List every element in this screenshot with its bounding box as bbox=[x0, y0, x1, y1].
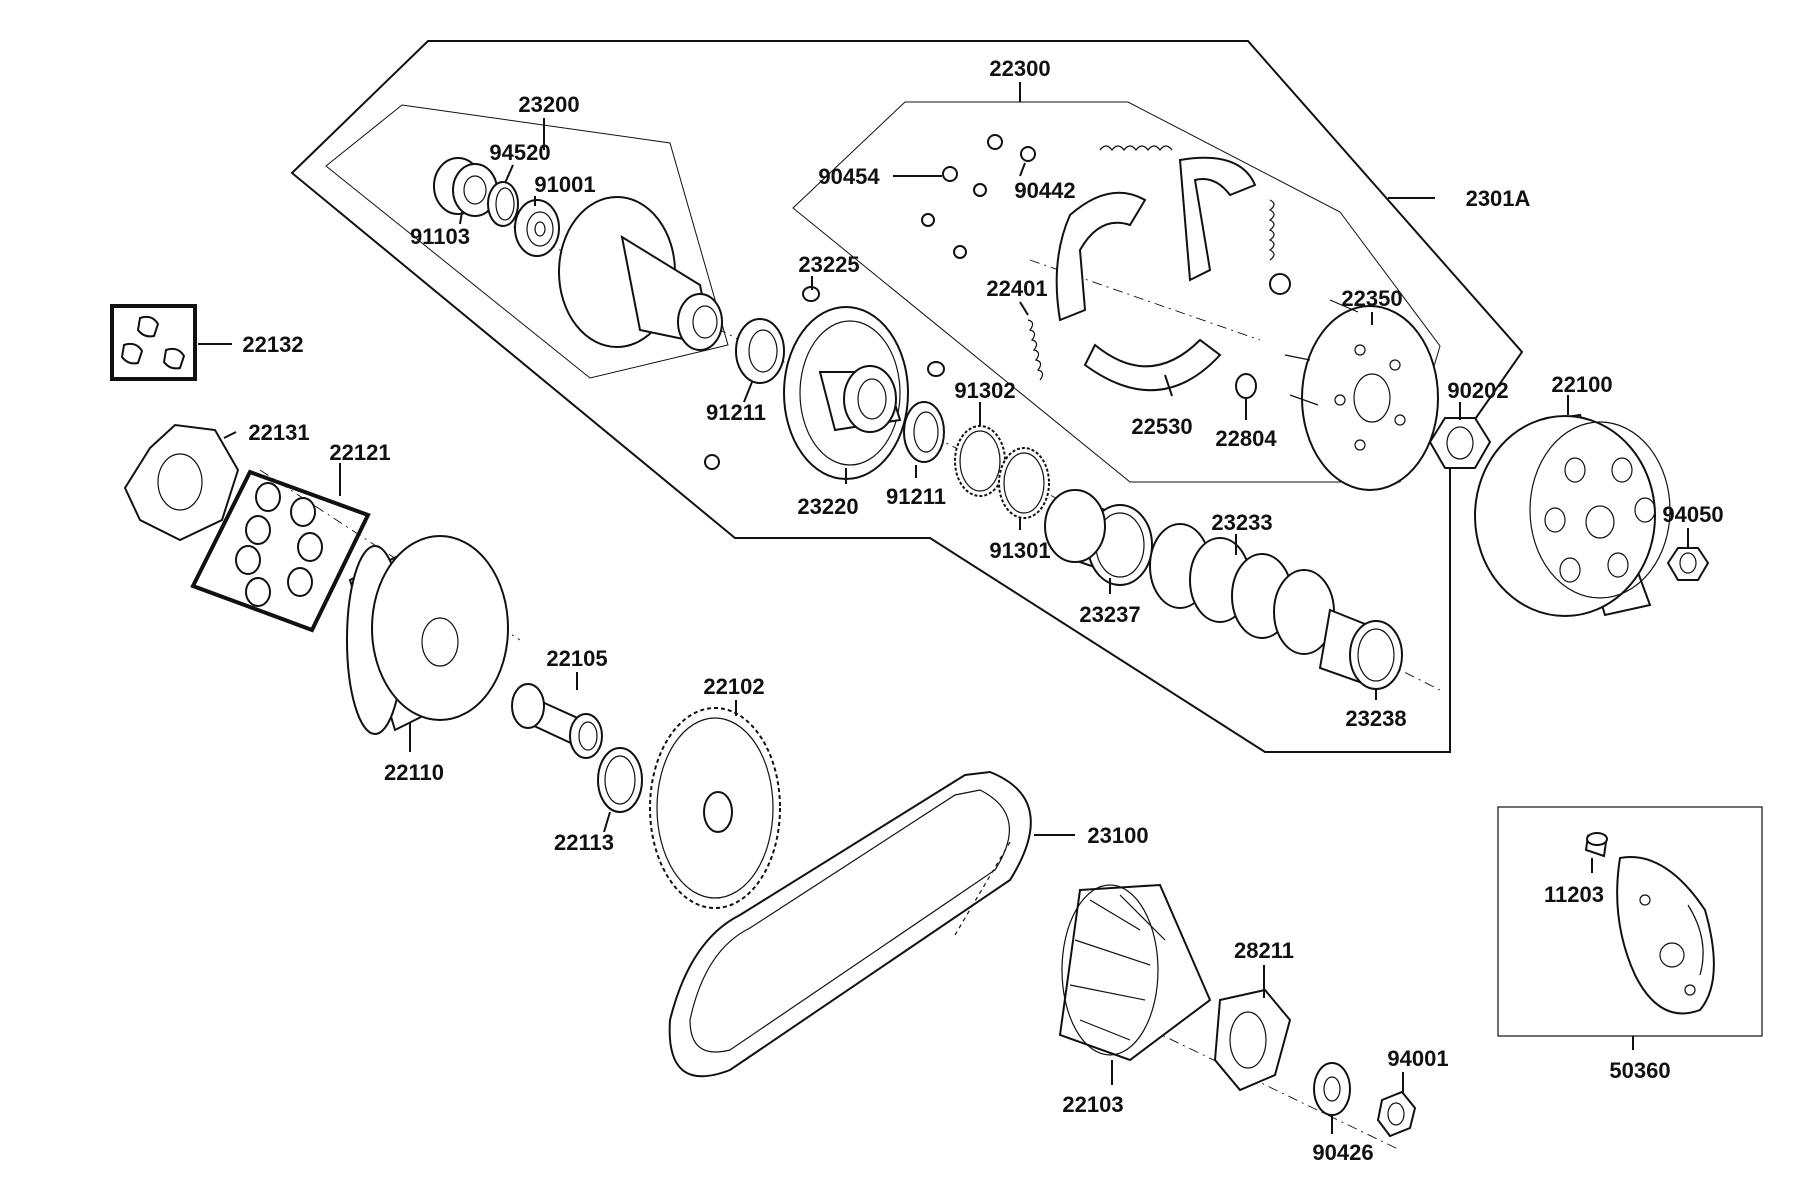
part-91302-oring bbox=[954, 425, 1006, 497]
label-91001: 91001 bbox=[534, 172, 595, 197]
label-91211-b: 91211 bbox=[886, 484, 946, 509]
part-22131-ramp-plate bbox=[123, 423, 240, 542]
part-22530-clutch-shoes bbox=[1055, 156, 1257, 392]
part-22113-washer bbox=[597, 747, 643, 813]
label-22530: 22530 bbox=[1131, 414, 1192, 439]
part-number-labels: 22300 23200 94520 91001 91103 90454 9044… bbox=[242, 56, 1723, 1165]
group-outline-2301A bbox=[290, 40, 1524, 753]
part-22102-gear-pulley bbox=[649, 707, 781, 909]
part-94520-circlip bbox=[487, 181, 519, 227]
part-91103-bearing bbox=[433, 157, 498, 217]
part-91211-seal-a bbox=[735, 318, 785, 384]
part-22300-small-parts bbox=[921, 134, 1291, 399]
part-22350-clutch-plate bbox=[1284, 299, 1439, 491]
label-91211-a: 91211 bbox=[706, 400, 766, 425]
group-outline-23200 bbox=[325, 104, 729, 379]
label-22110: 22110 bbox=[384, 760, 444, 785]
label-22100: 22100 bbox=[1551, 372, 1612, 397]
part-23237-collar bbox=[1044, 489, 1153, 586]
part-22132-sliders bbox=[120, 315, 186, 370]
label-11203: 11203 bbox=[1544, 882, 1604, 907]
part-50360-plate bbox=[1616, 856, 1715, 1015]
label-23200: 23200 bbox=[518, 92, 579, 117]
part-23220-movable-face bbox=[783, 306, 945, 480]
part-23200-driven-face bbox=[558, 196, 723, 351]
part-23100-drive-belt bbox=[668, 770, 1032, 1078]
label-22102: 22102 bbox=[703, 674, 764, 699]
part-23225-pin bbox=[704, 286, 820, 470]
label-23225: 23225 bbox=[798, 252, 859, 277]
label-28211: 28211 bbox=[1234, 938, 1294, 963]
label-90442: 90442 bbox=[1014, 178, 1075, 203]
label-23100: 23100 bbox=[1087, 823, 1148, 848]
label-23237: 23237 bbox=[1079, 602, 1140, 627]
leader-lines bbox=[198, 82, 1689, 1134]
label-90454: 90454 bbox=[818, 164, 880, 189]
label-22401: 22401 bbox=[986, 276, 1047, 301]
group-box-22121 bbox=[190, 469, 371, 633]
part-22110-drive-face bbox=[346, 535, 509, 735]
label-94001: 94001 bbox=[1387, 1046, 1448, 1071]
part-22103-drive-fan bbox=[1058, 883, 1212, 1062]
part-91301-oring bbox=[998, 447, 1050, 519]
label-91301: 91301 bbox=[989, 538, 1050, 563]
label-22300: 22300 bbox=[989, 56, 1050, 81]
label-90426: 90426 bbox=[1312, 1140, 1373, 1165]
part-23238-seat bbox=[1318, 608, 1403, 690]
label-91302: 91302 bbox=[954, 378, 1015, 403]
part-22401-springs bbox=[1027, 145, 1275, 381]
label-91103: 91103 bbox=[410, 224, 470, 249]
label-50360: 50360 bbox=[1609, 1058, 1670, 1083]
part-22121-rollers bbox=[235, 482, 323, 607]
label-23238: 23238 bbox=[1345, 706, 1406, 731]
part-90426-washer bbox=[1313, 1062, 1351, 1116]
label-22103: 22103 bbox=[1062, 1092, 1123, 1117]
label-22113: 22113 bbox=[554, 830, 614, 855]
label-22121: 22121 bbox=[329, 440, 390, 465]
part-28211-ratchet bbox=[1213, 988, 1292, 1092]
label-23220: 23220 bbox=[797, 494, 858, 519]
label-2301A: 2301A bbox=[1466, 186, 1531, 211]
label-22350: 22350 bbox=[1341, 286, 1402, 311]
part-22105-bushing bbox=[511, 683, 603, 759]
group-box-50360 bbox=[1497, 806, 1763, 1037]
label-90202: 90202 bbox=[1447, 378, 1508, 403]
label-22132: 22132 bbox=[242, 332, 303, 357]
label-22105: 22105 bbox=[546, 646, 607, 671]
part-90202-nut bbox=[1428, 417, 1492, 469]
part-22100-clutch-housing bbox=[1474, 413, 1671, 617]
part-91211-seal-b bbox=[903, 401, 945, 463]
part-23233-spring bbox=[1149, 523, 1335, 655]
label-22131: 22131 bbox=[248, 420, 309, 445]
label-94050: 94050 bbox=[1662, 502, 1723, 527]
part-94050-nut bbox=[1666, 547, 1710, 581]
part-94001-nut bbox=[1376, 1090, 1417, 1138]
part-11203-pin bbox=[1584, 832, 1608, 858]
group-box-22132 bbox=[110, 304, 197, 381]
label-94520: 94520 bbox=[489, 140, 550, 165]
part-91001-bearing bbox=[514, 199, 560, 257]
label-22804: 22804 bbox=[1215, 426, 1277, 451]
label-23233: 23233 bbox=[1211, 510, 1272, 535]
